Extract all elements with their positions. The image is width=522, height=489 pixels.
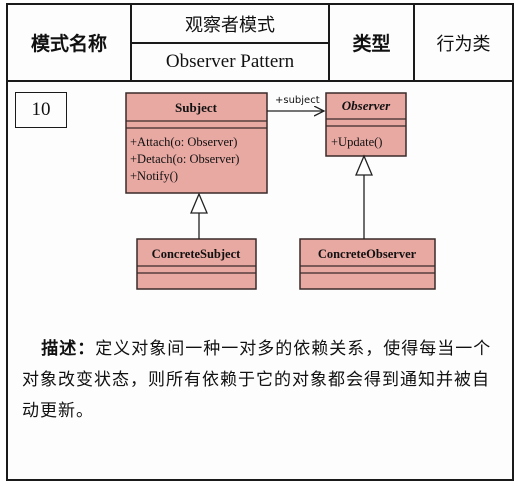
description: 描述：定义对象间一种一对多的依赖关系，使得每当一个对象改变状态，则所有依赖于它的…: [22, 334, 502, 427]
subject-method-detach: +Detach(o: Observer): [130, 152, 239, 166]
observer-method-update: +Update(): [331, 135, 382, 149]
concrete-subject-title: ConcreteSubject: [152, 247, 241, 261]
pattern-name-label: 模式名称: [30, 33, 107, 55]
observer-title: Observer: [342, 98, 391, 113]
concrete-subject-class: ConcreteSubject: [136, 238, 257, 290]
generalization-concrete-observer: [355, 154, 373, 239]
type-value: 行为类: [436, 33, 491, 55]
association-subject-observer: +subject: [267, 95, 324, 111]
description-label: 描述：: [41, 339, 96, 359]
subject-method-attach: +Attach(o: Observer): [130, 135, 237, 149]
subject-title: Subject: [175, 100, 218, 115]
header-divider-3: [413, 3, 415, 82]
pattern-name-cn: 观察者模式: [185, 14, 275, 36]
observer-class: Observer +Update(): [325, 92, 407, 157]
concrete-observer-class: ConcreteObserver: [299, 238, 436, 290]
generalization-concrete-subject: [190, 192, 208, 239]
header-bottom-line: [6, 80, 514, 82]
header-middle-line: [131, 42, 329, 44]
subject-class: Subject +Attach(o: Observer) +Detach(o: …: [125, 92, 268, 194]
header-divider-1: [130, 3, 132, 82]
concrete-observer-title: ConcreteObserver: [318, 247, 417, 261]
pattern-number: 10: [15, 92, 67, 128]
pattern-name-en: Observer Pattern: [165, 51, 295, 72]
description-text: 定义对象间一种一对多的依赖关系，使得每当一个对象改变状态，则所有依赖于它的对象都…: [22, 339, 492, 421]
type-label: 类型: [352, 33, 391, 55]
subject-method-notify: +Notify(): [130, 169, 178, 183]
header-divider-2: [328, 3, 330, 82]
association-label: +subject: [275, 95, 320, 106]
